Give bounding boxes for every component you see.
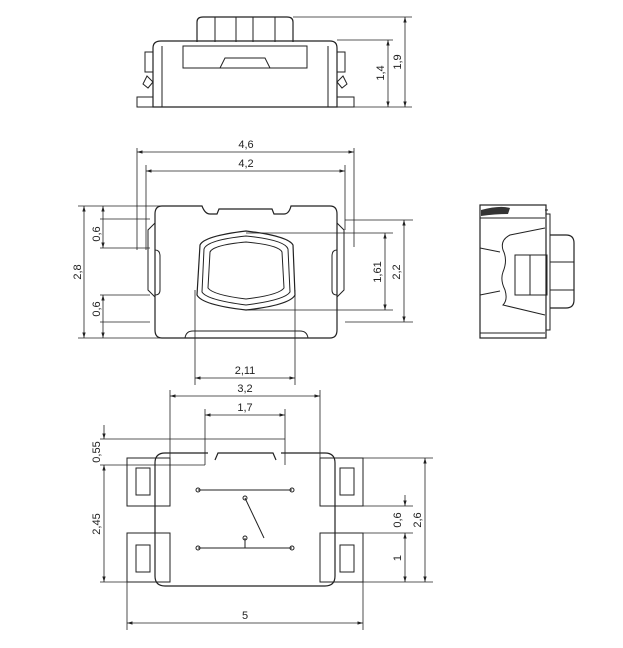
dim-2-2: 2,2: [391, 264, 403, 279]
dim-0-6-lower: 0,6: [91, 301, 103, 316]
dim-1-4: 1,4: [375, 65, 387, 80]
dim-4-2: 4,2: [238, 158, 253, 170]
dim-2-45: 2,45: [91, 513, 103, 534]
dim-1-7: 1,7: [237, 402, 252, 414]
dim-5: 5: [242, 610, 248, 622]
dim-1: 1: [392, 555, 404, 561]
dim-0-6-upper: 0,6: [91, 226, 103, 241]
dim-2-11: 2,11: [235, 365, 256, 377]
top-view: 1,4 1,9: [136, 16, 412, 108]
dim-0-6-gap: 0,6: [392, 512, 404, 527]
dim-1-61: 1,61: [372, 261, 384, 282]
dim-1-9: 1,9: [392, 54, 404, 69]
side-view: [479, 204, 575, 339]
footprint-view: 3,2 1,7 0,55 2,45 0,6 1 2,6 5: [91, 383, 433, 630]
dim-2-8: 2,8: [72, 264, 84, 279]
front-view: 4,6 4,2 2,8 0,6 0,6 1,61 2,2 2,11: [72, 139, 413, 385]
dim-2-6: 2,6: [412, 512, 424, 527]
dim-3-2: 3,2: [237, 383, 252, 395]
dim-0-55: 0,55: [91, 441, 103, 462]
dim-4-6: 4,6: [238, 139, 253, 151]
